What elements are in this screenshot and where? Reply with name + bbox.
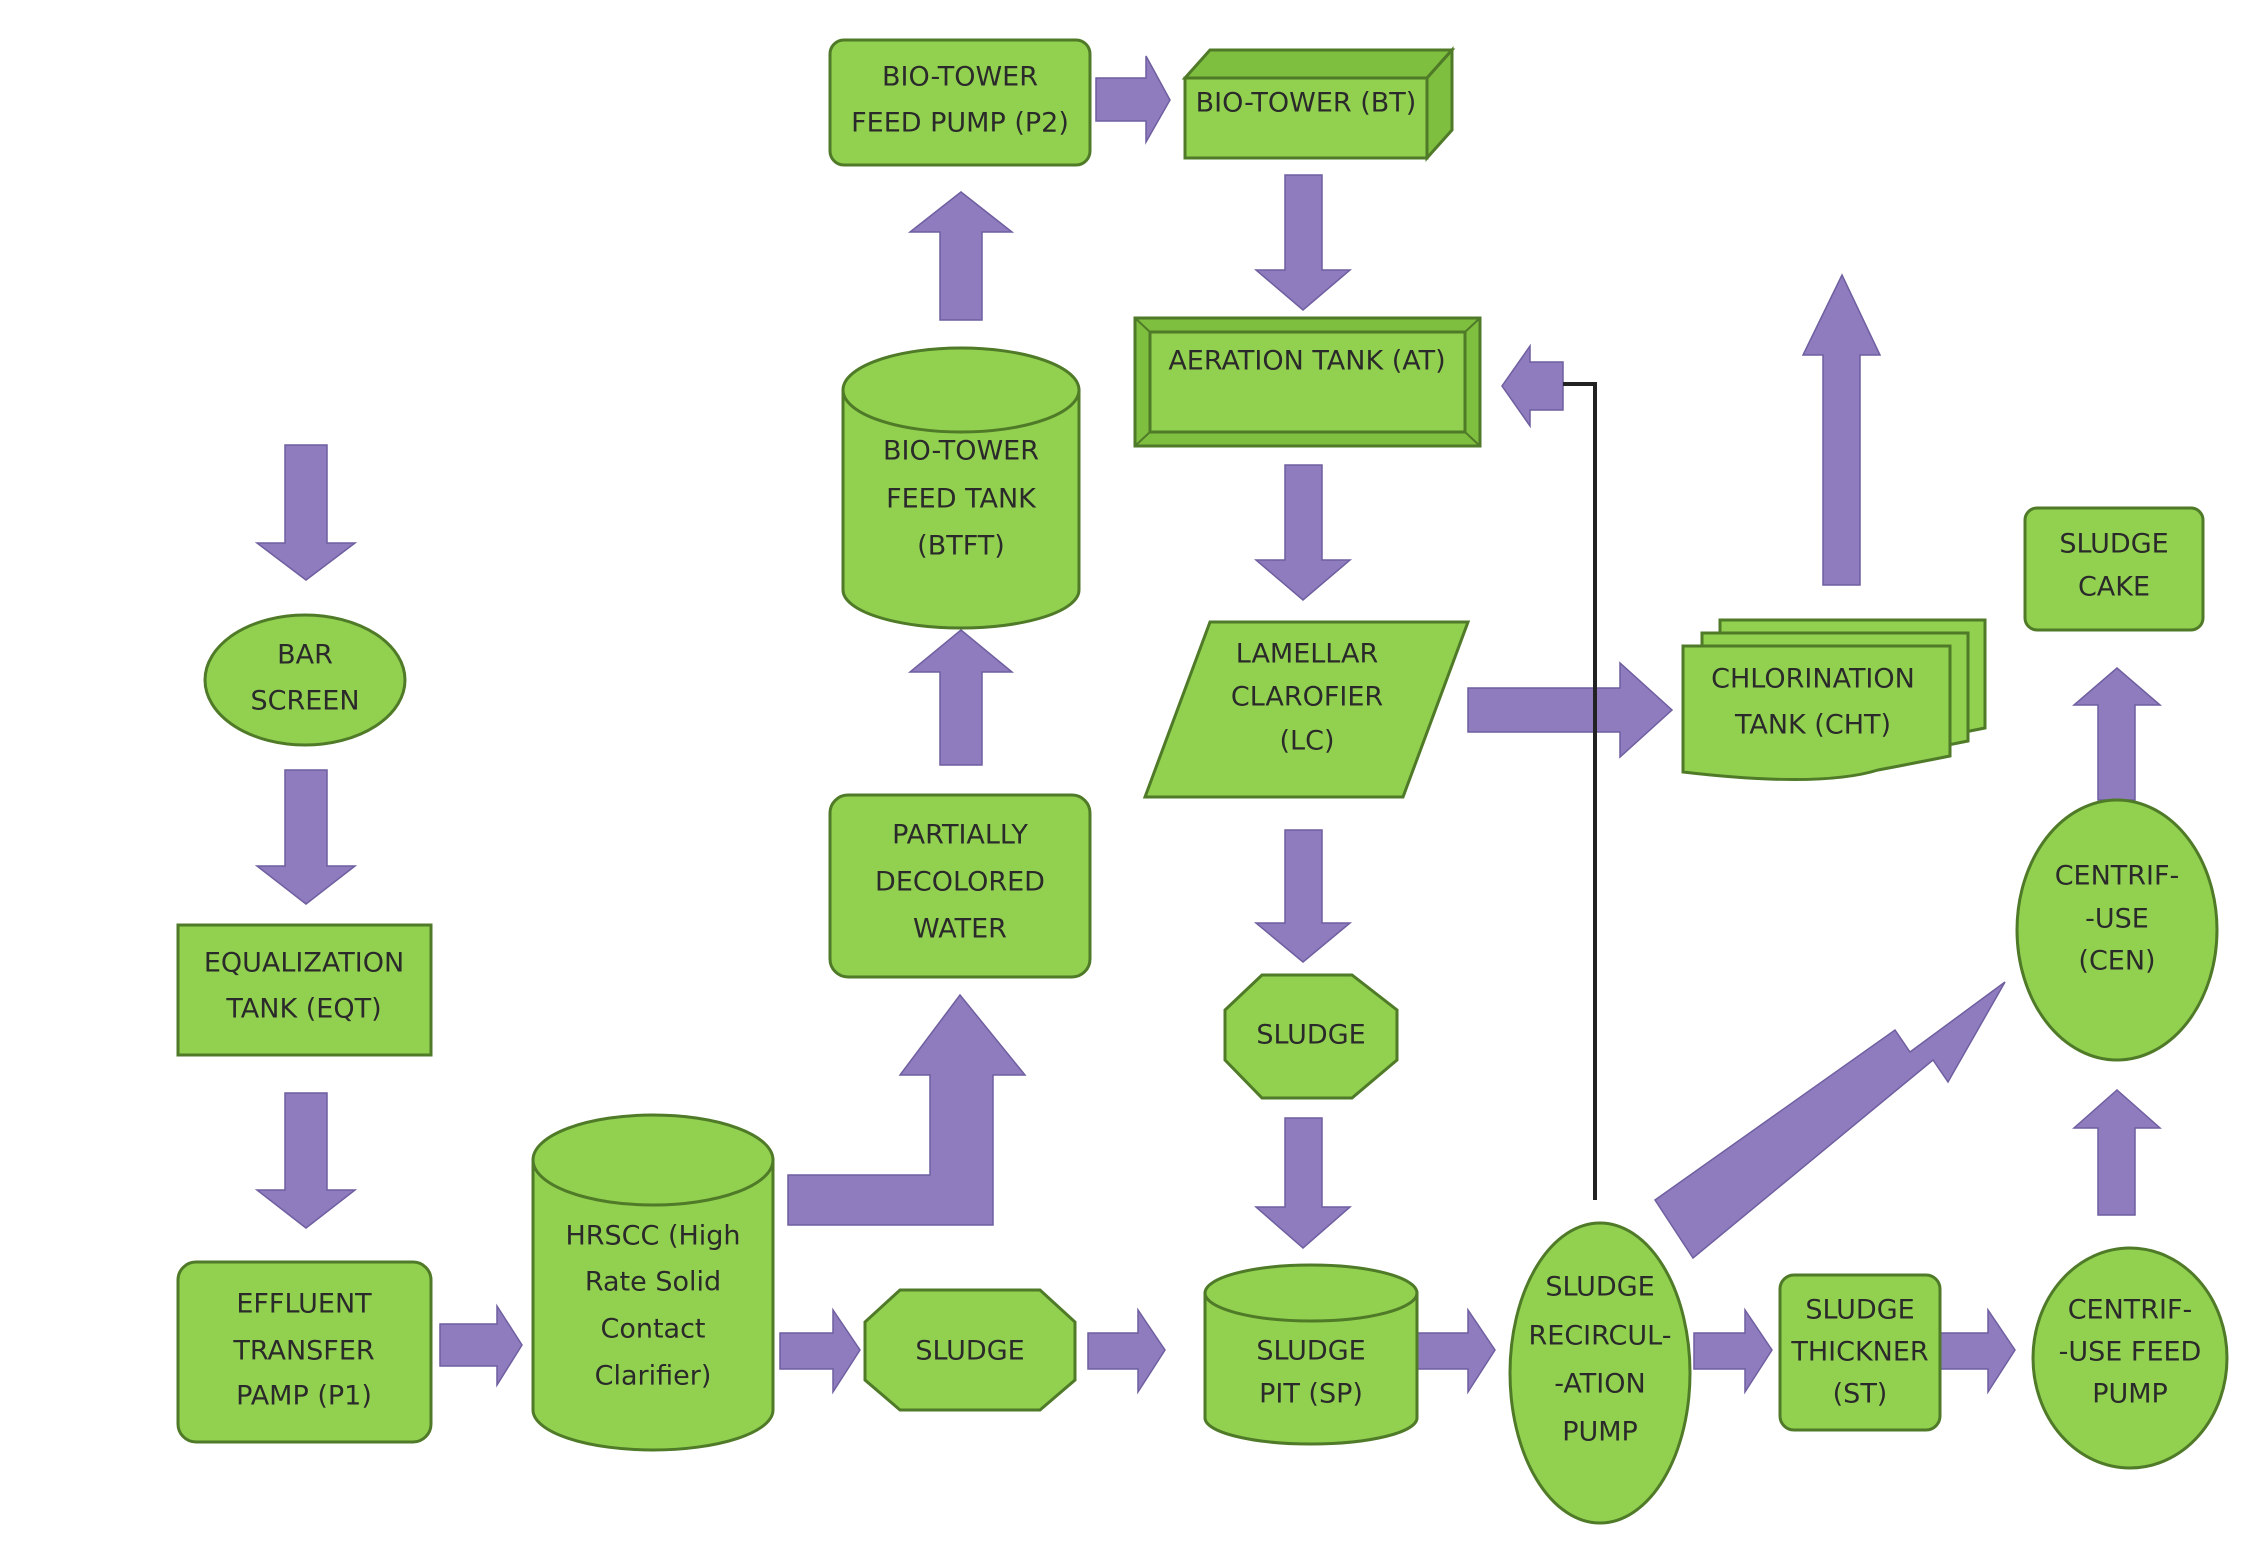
hrscc-clarifier-node: HRSCC (High Rate Solid Contact Clarifier… <box>531 1113 775 1452</box>
bio-tower-feed-pump-node: BIO-TOWER FEED PUMP (P2) <box>828 38 1092 167</box>
sludge-bottom-node: SLUDGE <box>863 1288 1077 1412</box>
arrow-recirculation-to-centrifuse <box>1653 981 2006 1260</box>
btft-label-3: (BTFT) <box>917 531 1005 562</box>
arrow-chlorination-outflow <box>1801 273 1882 586</box>
equalization-label-1: EQUALIZATION <box>204 948 404 979</box>
sludge-recirculation-pump-node: SLUDGE RECIRCUL- -ATION PUMP <box>1508 1221 1692 1525</box>
aeration-tank-label: AERATION TANK (AT) <box>1168 346 1445 377</box>
thickner-label-2: THICKNER <box>1790 1337 1928 1368</box>
arrow-into-bar-screen <box>254 444 358 581</box>
hrscc-label-2: Rate Solid <box>585 1267 721 1298</box>
recirculation-return-line <box>1563 382 1597 1200</box>
sludge-cake-label-2: CAKE <box>2078 572 2150 603</box>
centrifuse-feed-label-3: PUMP <box>2092 1379 2168 1410</box>
water-label-2: DECOLORED <box>875 867 1045 898</box>
bar-screen-label-2: SCREEN <box>250 686 359 717</box>
centrifuse-label-2: -USE <box>2085 904 2149 935</box>
arrow-centrifuse-to-sludge-cake <box>2071 667 2163 801</box>
centrifuse-feed-label-2: -USE FEED <box>2059 1337 2202 1368</box>
thickner-label-1: SLUDGE <box>1805 1295 1914 1326</box>
sludge-pit-node: SLUDGE PIT (SP) <box>1203 1263 1419 1446</box>
arrow-aeration-to-lamellar <box>1253 464 1353 601</box>
arrow-equalization-to-effluent-pump <box>254 1092 358 1229</box>
bar-screen-label-1: BAR <box>277 640 333 671</box>
water-label-1: PARTIALLY <box>892 820 1028 851</box>
effluent-pump-label-2: TRANSFER <box>232 1336 374 1367</box>
equalization-tank-node: EQUALIZATION TANK (EQT) <box>176 923 433 1057</box>
feed-pump-label-1: BIO-TOWER <box>882 62 1038 93</box>
centrifuse-label-3: (CEN) <box>2078 946 2155 977</box>
hrscc-label-4: Clarifier) <box>595 1361 712 1392</box>
hrscc-label-3: Contact <box>600 1314 705 1345</box>
aeration-tank-node: AERATION TANK (AT) <box>1133 316 1482 448</box>
arrow-hrscc-to-sludge <box>779 1307 861 1395</box>
sludge-thickner-node: SLUDGE THICKNER (ST) <box>1778 1273 1942 1432</box>
arrow-sludge-to-sludge-pit-down <box>1253 1117 1353 1249</box>
chlorination-tank-node: CHLORINATION TANK (CHT) <box>1681 618 1987 782</box>
effluent-transfer-pump-node: EFFLUENT TRANSFER PAMP (P1) <box>176 1260 433 1444</box>
centrifuse-feed-label-1: CENTRIF- <box>2068 1295 2193 1326</box>
water-label-3: WATER <box>913 914 1007 945</box>
btft-label-2: FEED TANK <box>886 484 1037 515</box>
recirculation-label-1: SLUDGE <box>1545 1272 1654 1303</box>
arrow-btft-to-feed-pump <box>907 191 1015 321</box>
flow-arrows <box>254 55 2163 1395</box>
arrow-return-to-aeration <box>1501 343 1564 429</box>
recirculation-label-4: PUMP <box>1562 1417 1638 1448</box>
arrow-lamellar-to-sludge <box>1253 829 1353 963</box>
arrow-water-to-btft <box>907 629 1015 766</box>
arrow-bio-tower-to-aeration <box>1253 174 1353 311</box>
sludge-cake-label-1: SLUDGE <box>2059 529 2168 560</box>
arrow-effluent-pump-to-hrscc <box>439 1303 523 1388</box>
centrifuse-node: CENTRIF- -USE (CEN) <box>2015 798 2219 1062</box>
hrscc-label-1: HRSCC (High <box>565 1221 740 1252</box>
sludge-pit-label-1: SLUDGE <box>1256 1336 1365 1367</box>
sludge-middle-node: SLUDGE <box>1223 973 1399 1100</box>
arrow-bar-screen-to-equalization <box>254 769 358 905</box>
bio-tower-node: BIO-TOWER (BT) <box>1181 46 1456 162</box>
arrow-hrscc-to-partially-decolored <box>787 993 1027 1226</box>
centrifuse-label-1: CENTRIF- <box>2055 861 2180 892</box>
partially-decolored-water-node: PARTIALLY DECOLORED WATER <box>828 793 1092 979</box>
arrow-sludge-pit-to-recirculation <box>1415 1307 1496 1395</box>
lamellar-label-3: (LC) <box>1280 726 1335 757</box>
recirculation-label-2: RECIRCUL- <box>1529 1321 1672 1352</box>
btft-label-1: BIO-TOWER <box>883 436 1039 467</box>
bio-tower-label: BIO-TOWER (BT) <box>1196 88 1417 119</box>
arrow-sludge-to-sludge-pit <box>1087 1307 1166 1395</box>
arrow-centrifuse-feed-to-centrifuse <box>2072 1088 2162 1216</box>
chlorination-label-2: TANK (CHT) <box>1734 710 1891 741</box>
bar-screen-node: BAR SCREEN <box>203 613 407 747</box>
sludge-bottom-label: SLUDGE <box>915 1336 1024 1367</box>
thickner-label-3: (ST) <box>1833 1379 1888 1410</box>
lamellar-clarofier-node: LAMELLAR CLAROFIER (LC) <box>1142 620 1471 799</box>
sludge-pit-label-2: PIT (SP) <box>1259 1379 1363 1410</box>
sludge-cake-node: SLUDGE CAKE <box>2023 506 2205 632</box>
arrow-lamellar-to-chlorination <box>1467 661 1674 759</box>
bio-tower-feed-tank-node: BIO-TOWER FEED TANK (BTFT) <box>841 346 1081 630</box>
arrow-thickner-to-centrifuse-feed <box>1937 1307 2016 1395</box>
arrow-recirculation-to-thickner <box>1693 1307 1773 1395</box>
effluent-pump-label-3: PAMP (P1) <box>236 1381 372 1412</box>
sludge-middle-label: SLUDGE <box>1256 1020 1365 1051</box>
feed-pump-label-2: FEED PUMP (P2) <box>851 108 1069 139</box>
arrow-feed-pump-to-bio-tower <box>1095 55 1171 145</box>
chlorination-label-1: CHLORINATION <box>1711 664 1915 695</box>
effluent-pump-label-1: EFFLUENT <box>236 1289 372 1320</box>
equalization-label-2: TANK (EQT) <box>225 994 381 1025</box>
lamellar-label-1: LAMELLAR <box>1236 639 1378 670</box>
centrifuse-feed-pump-node: CENTRIF- -USE FEED PUMP <box>2031 1246 2229 1470</box>
lamellar-label-2: CLAROFIER <box>1231 682 1383 713</box>
recirculation-label-3: -ATION <box>1554 1369 1645 1400</box>
